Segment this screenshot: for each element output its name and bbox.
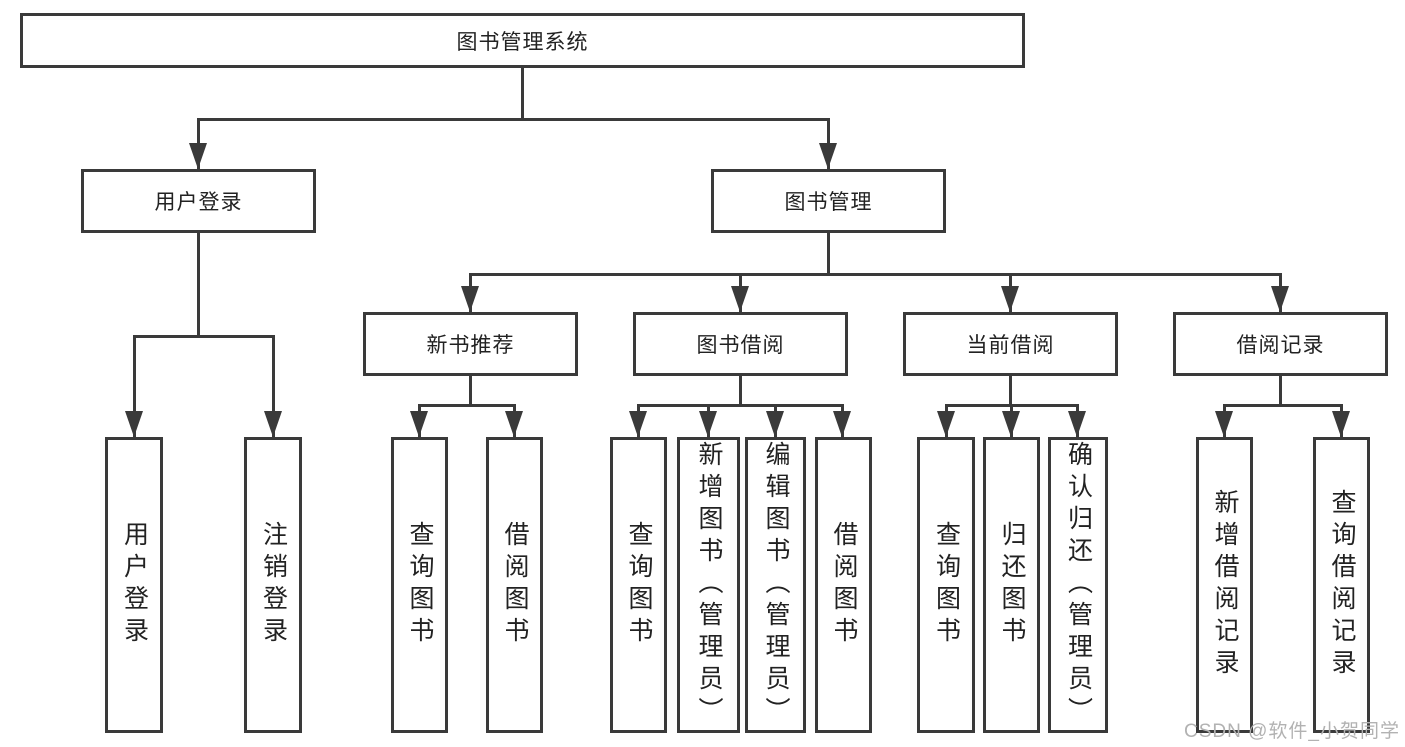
arrow-down (937, 411, 955, 437)
leaf-label: 借阅图书 (501, 521, 529, 649)
node-book-management: 图书管理 (711, 169, 946, 233)
leaf-label: 注销登录 (259, 521, 288, 649)
connector-line (1223, 404, 1343, 407)
node-current-borrowing: 当前借阅 (903, 312, 1118, 376)
arrow-down (264, 411, 282, 437)
leaf-borrow-books-recommend: 借阅图书 (486, 437, 543, 733)
arrow-down (189, 143, 207, 169)
node-label: 用户登录 (154, 191, 243, 214)
leaf-label: 查询图书 (406, 521, 434, 649)
node-borrowing-records: 借阅记录 (1173, 312, 1388, 376)
connector-line (827, 233, 830, 275)
connector-line (197, 233, 200, 335)
node-user-login: 用户登录 (81, 169, 316, 233)
node-label: 图书管理系统 (456, 30, 589, 54)
arrow-down (819, 143, 837, 169)
connector-line (197, 118, 830, 121)
connector-line (469, 273, 1282, 276)
connector-line (272, 335, 275, 437)
leaf-label: 查询图书 (625, 521, 653, 649)
leaf-label: 确认归还（管理员） (1064, 441, 1093, 729)
csdn-watermark: CSDN @软件_小贺同学 (1184, 721, 1400, 742)
leaf-edit-books-admin: 编辑图书（管理员） (745, 437, 806, 733)
node-library-management-system: 图书管理系统 (20, 13, 1025, 68)
leaf-label: 归还图书 (998, 521, 1026, 649)
leaf-return-books: 归还图书 (983, 437, 1040, 733)
arrow-down (766, 411, 784, 437)
node-label: 新书推荐 (426, 334, 515, 357)
connector-line (637, 404, 844, 407)
leaf-label: 用户登录 (120, 521, 149, 649)
leaf-query-borrow-record: 查询借阅记录 (1313, 437, 1370, 733)
leaf-add-borrow-record: 新增借阅记录 (1196, 437, 1253, 733)
leaf-query-books-recommend: 查询图书 (391, 437, 448, 733)
node-new-book-recommend: 新书推荐 (363, 312, 578, 376)
connector-line (418, 404, 515, 407)
arrow-down (461, 286, 479, 312)
connector-line (521, 68, 524, 121)
arrow-down (1001, 286, 1019, 312)
arrow-down (699, 411, 717, 437)
arrow-down (410, 411, 428, 437)
arrow-down (505, 411, 523, 437)
leaf-user-login: 用户登录 (105, 437, 163, 733)
leaf-confirm-return-admin: 确认归还（管理员） (1048, 437, 1108, 733)
arrow-down (1068, 411, 1086, 437)
leaf-label: 查询借阅记录 (1328, 489, 1356, 681)
arrow-down (125, 411, 143, 437)
leaf-query-books-borrowing: 查询图书 (610, 437, 667, 733)
leaf-label: 新增借阅记录 (1211, 489, 1239, 681)
arrow-down (629, 411, 647, 437)
leaf-label: 新增图书（管理员） (695, 441, 723, 729)
arrow-down (731, 286, 749, 312)
leaf-logout: 注销登录 (244, 437, 302, 733)
node-label: 图书管理 (784, 191, 873, 214)
leaf-add-books-admin: 新增图书（管理员） (677, 437, 740, 733)
connector-line (739, 376, 742, 406)
connector-line (133, 335, 275, 338)
connector-line (133, 335, 136, 437)
connector-line (1009, 376, 1012, 406)
arrow-down (1332, 411, 1350, 437)
node-label: 图书借阅 (696, 334, 785, 357)
connector-line (469, 376, 472, 406)
leaf-borrow-books-borrowing: 借阅图书 (815, 437, 872, 733)
arrow-down (1002, 411, 1020, 437)
leaf-label: 借阅图书 (830, 521, 858, 649)
leaf-label: 查询图书 (932, 521, 961, 649)
node-label: 借阅记录 (1236, 334, 1325, 357)
node-book-borrowing: 图书借阅 (633, 312, 848, 376)
arrow-down (833, 411, 851, 437)
leaf-query-books-current: 查询图书 (917, 437, 975, 733)
connector-line (1279, 376, 1282, 406)
node-label: 当前借阅 (966, 334, 1055, 357)
leaf-label: 编辑图书（管理员） (762, 441, 790, 729)
arrow-down (1271, 286, 1289, 312)
arrow-down (1215, 411, 1233, 437)
